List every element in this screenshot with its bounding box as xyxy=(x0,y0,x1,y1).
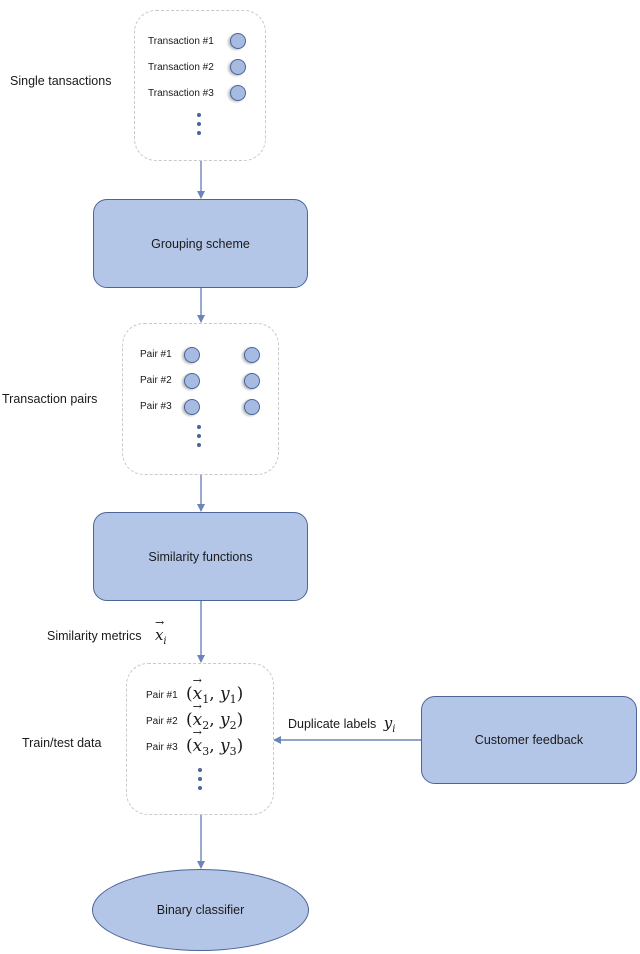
pair-3-left-node xyxy=(184,399,200,415)
pair-2-label: Pair #2 xyxy=(140,375,172,386)
pair-3-label: Pair #3 xyxy=(140,401,172,412)
transaction-2-label: Transaction #2 xyxy=(148,62,214,73)
pair-1-label: Pair #1 xyxy=(140,349,172,360)
transaction-pairs-label: Transaction pairs xyxy=(2,392,98,406)
similarity-functions-box: Similarity functions xyxy=(93,512,308,601)
transaction-1-node xyxy=(230,33,246,49)
pair-1-right-node xyxy=(244,347,260,363)
ellipsis-dot xyxy=(198,777,202,781)
grouping-scheme-label: Grouping scheme xyxy=(151,236,250,251)
single-transactions-box xyxy=(134,10,266,161)
ellipsis-dot xyxy=(197,425,201,429)
single-transactions-label: Single tansactions xyxy=(10,74,112,88)
ellipsis-dot xyxy=(197,434,201,438)
train-test-data-label: Train/test data xyxy=(22,736,102,750)
transaction-1-label: Transaction #1 xyxy=(148,36,214,47)
train-pair-1-label: Pair #1 xyxy=(146,690,178,701)
transaction-3-node xyxy=(230,85,246,101)
duplicate-labels-annotation: Duplicate labels yi xyxy=(288,714,395,735)
pair-2-right-node xyxy=(244,373,260,389)
binary-classifier-oval: Binary classifier xyxy=(92,869,309,951)
similarity-metrics-annotation: Similarity metrics xi xyxy=(47,616,167,647)
similarity-metrics-label: Similarity metrics xyxy=(47,629,142,643)
ellipsis-dot xyxy=(198,768,202,772)
pair-3-right-node xyxy=(244,399,260,415)
customer-feedback-box: Customer feedback xyxy=(421,696,637,784)
similarity-functions-label: Similarity functions xyxy=(148,549,253,564)
ellipsis-dot xyxy=(197,443,201,447)
ellipsis-dot xyxy=(197,113,201,117)
metrics-vector-symbol: xi xyxy=(155,616,167,647)
train-pair-1-tuple: (x1, y1) xyxy=(186,674,243,706)
duplicate-labels-label: Duplicate labels xyxy=(288,717,377,731)
train-pair-2-tuple: (x2, y2) xyxy=(186,700,243,732)
duplicate-labels-symbol: yi xyxy=(383,714,396,735)
train-pair-3-tuple: (x3, y3) xyxy=(186,726,243,758)
pair-2-left-node xyxy=(184,373,200,389)
train-pair-2-label: Pair #2 xyxy=(146,716,178,727)
grouping-scheme-box: Grouping scheme xyxy=(93,199,308,288)
train-pair-3-label: Pair #3 xyxy=(146,742,178,753)
binary-classifier-label: Binary classifier xyxy=(156,903,245,917)
transaction-2-node xyxy=(230,59,246,75)
ellipsis-dot xyxy=(197,131,201,135)
transaction-3-label: Transaction #3 xyxy=(148,88,214,99)
ellipsis-dot xyxy=(198,786,202,790)
ellipsis-dot xyxy=(197,122,201,126)
pair-1-left-node xyxy=(184,347,200,363)
customer-feedback-label: Customer feedback xyxy=(474,733,584,747)
